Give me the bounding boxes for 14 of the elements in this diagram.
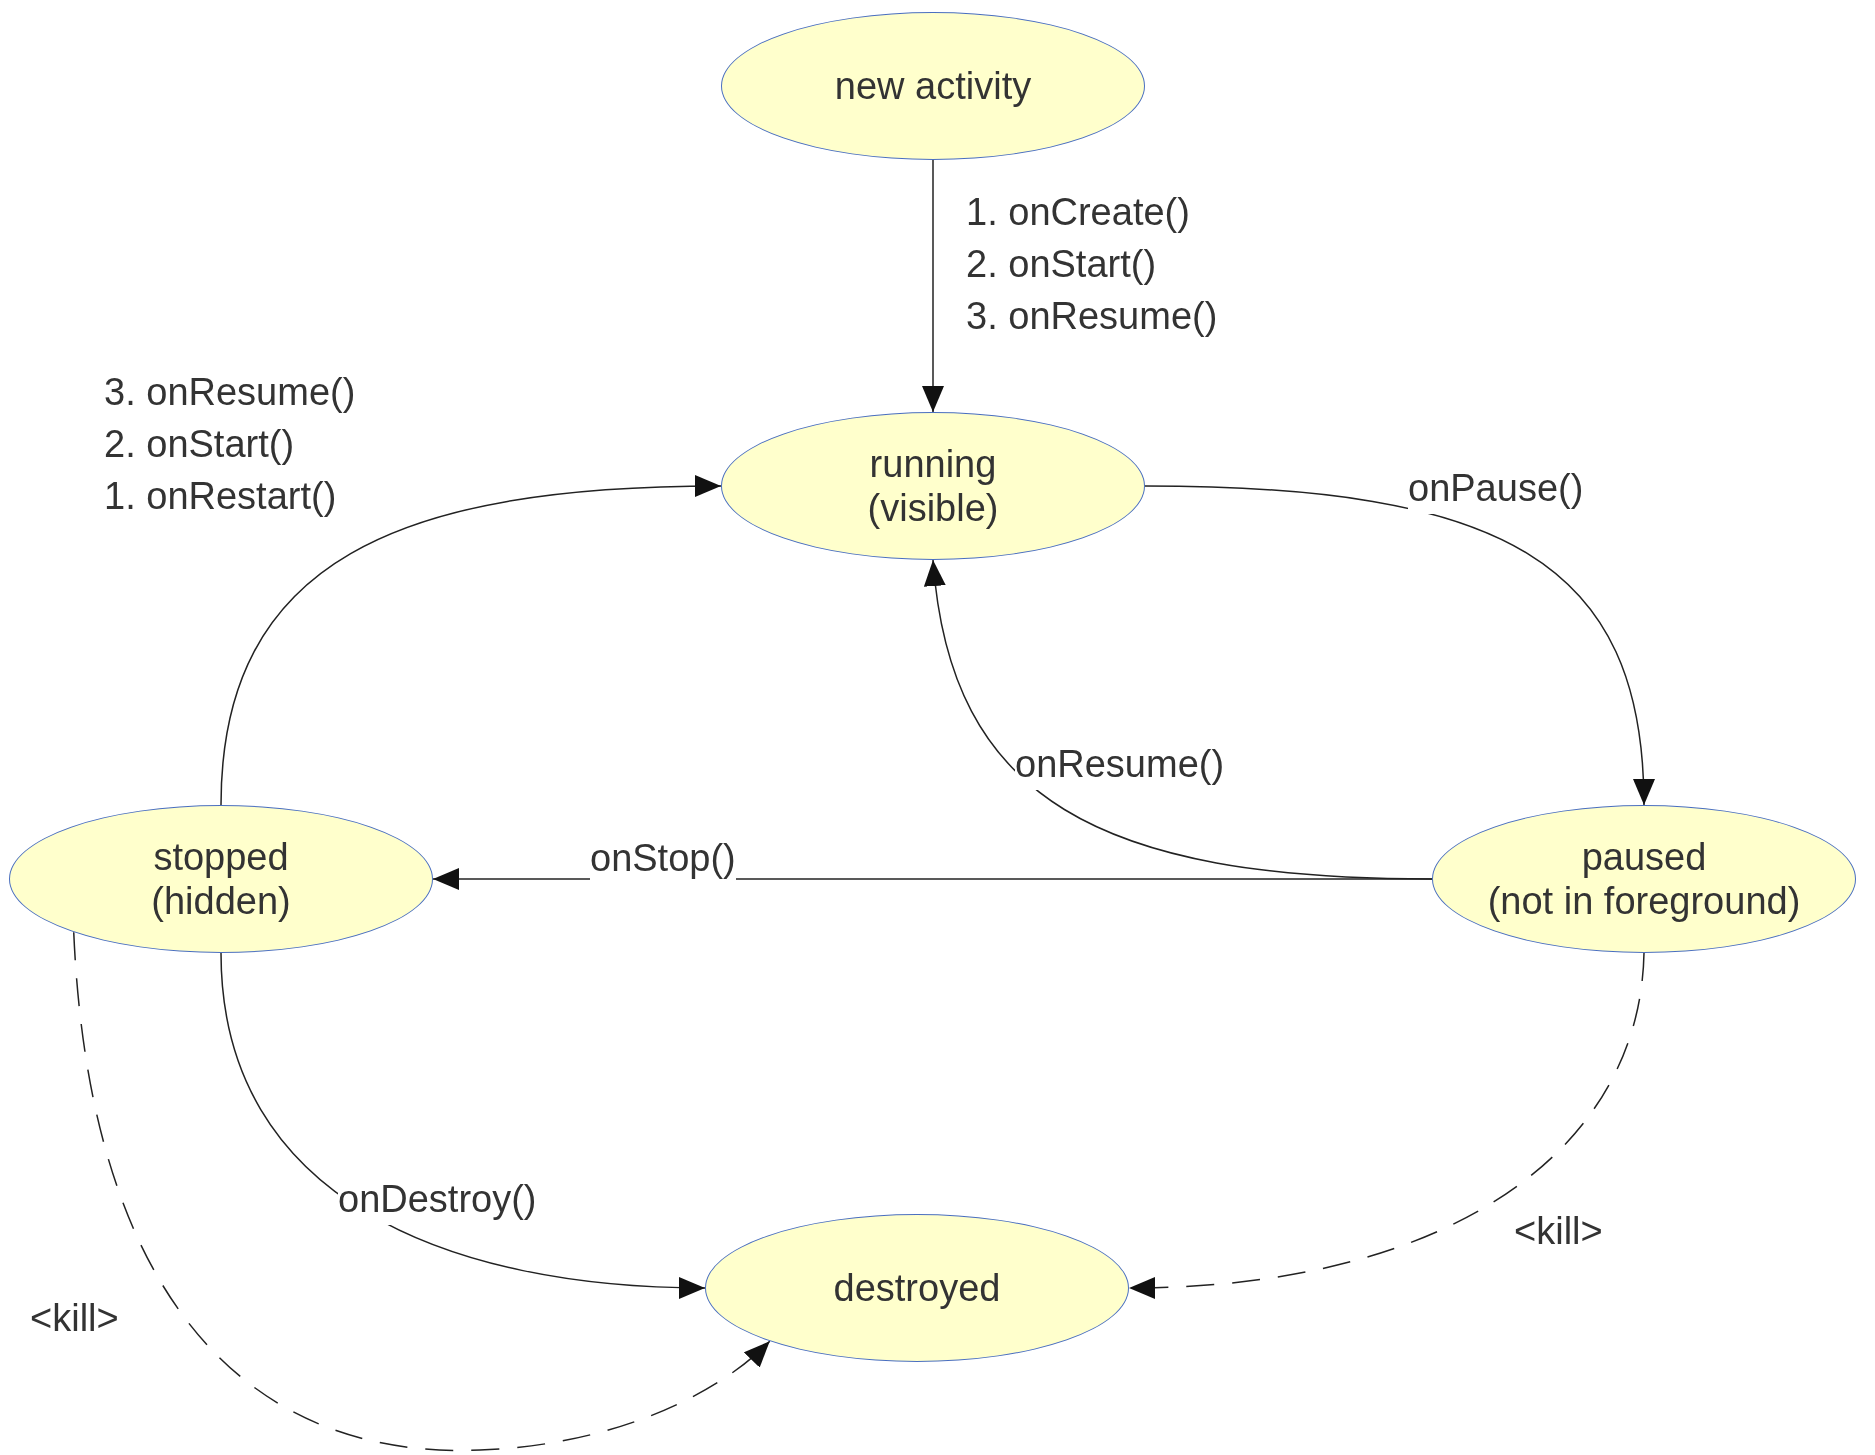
state-label: (not in foreground) (1487, 879, 1801, 923)
state-label: (visible) (867, 486, 999, 530)
arrow (220, 952, 706, 1299)
arrow (922, 159, 944, 413)
state-label: running (869, 442, 997, 486)
state-label: paused (1581, 835, 1707, 879)
state-label: destroyed (833, 1266, 1001, 1310)
dashed-arrow (73, 931, 771, 1451)
state-label: new activity (834, 64, 1032, 108)
arrow (1144, 485, 1654, 806)
state-label: stopped (153, 835, 289, 879)
state-label: (hidden) (151, 879, 291, 923)
dashed-arrow (1128, 952, 1645, 1299)
arrow (220, 475, 722, 806)
